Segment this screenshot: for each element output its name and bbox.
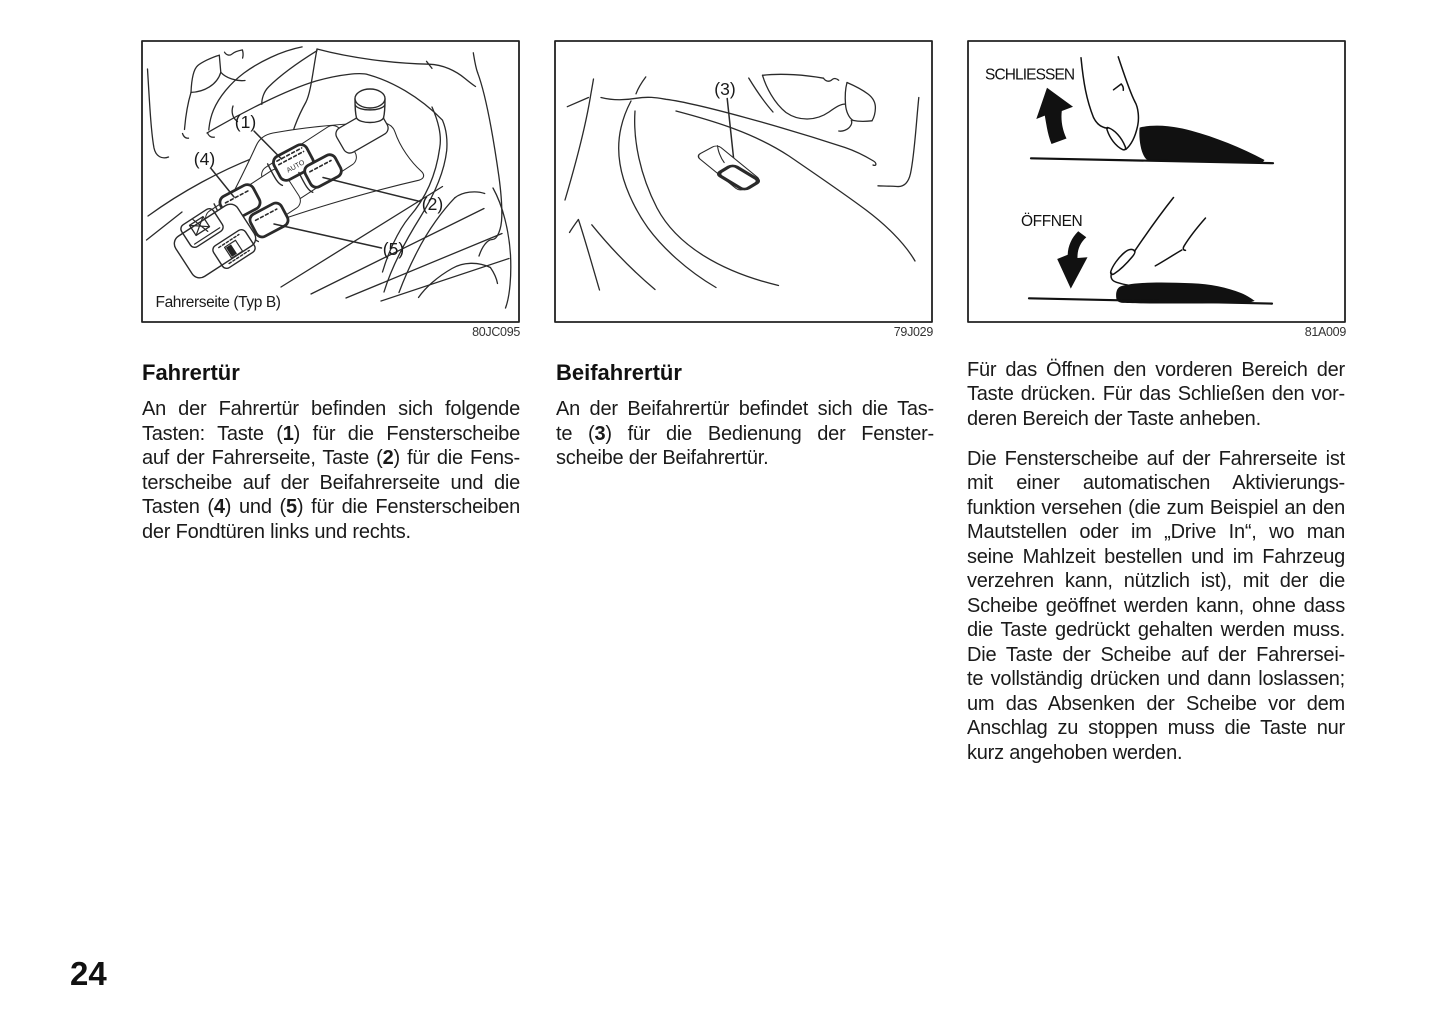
svg-text:ÖFFNEN: ÖFFNEN	[1021, 212, 1082, 230]
svg-text:(2): (2)	[422, 194, 443, 214]
svg-text:Fahrerseite (Typ B): Fahrerseite (Typ B)	[156, 294, 281, 311]
svg-text:SCHLIESSEN: SCHLIESSEN	[985, 67, 1074, 84]
svg-text:(1): (1)	[235, 112, 256, 132]
svg-text:(3): (3)	[714, 79, 735, 99]
svg-text:(5): (5)	[383, 239, 404, 259]
svg-text:(4): (4)	[194, 149, 215, 169]
